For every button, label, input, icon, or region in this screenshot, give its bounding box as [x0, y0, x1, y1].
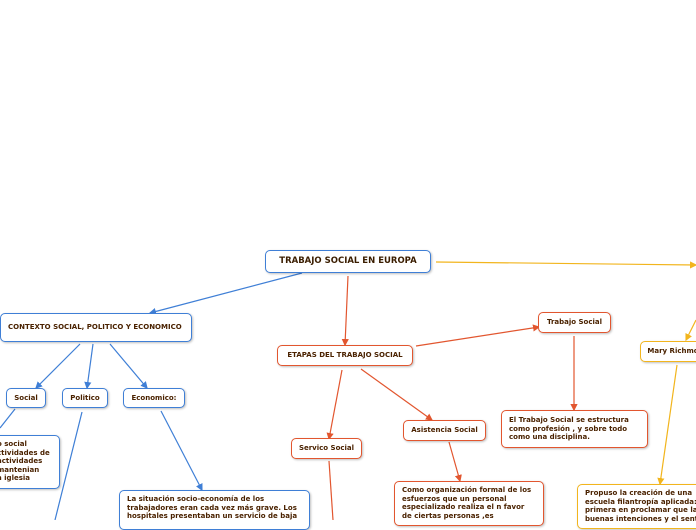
link-root-etapas — [341, 275, 349, 347]
link-root-mary — [435, 261, 696, 269]
topic-servicio-social[interactable]: Servico Social — [291, 438, 362, 459]
topic-etapas[interactable]: ETAPAS DEL TRABAJO SOCIAL — [277, 345, 413, 366]
topic-asistencia-detail[interactable]: Como organización formal de los esfuerzo… — [394, 481, 544, 526]
link-contexto-social — [35, 343, 81, 389]
topic-politico[interactable]: Politico — [62, 388, 108, 408]
link-asistencia-detail — [448, 441, 462, 483]
link-social-detail — [0, 408, 16, 429]
topic-economico-detail[interactable]: La situación socio-economía de los traba… — [119, 490, 310, 530]
link-economico-detail — [160, 410, 203, 492]
topic-mary-richmond[interactable]: Mary Richmo — [640, 341, 696, 362]
topic-social-detail[interactable]: o social ctividades de actividades mante… — [0, 435, 60, 489]
topic-trabajo-social-detail[interactable]: El Trabajo Social se estructura como pro… — [501, 410, 648, 448]
topic-mary-detail[interactable]: Propuso la creación de una escuela filan… — [577, 484, 696, 529]
topic-asistencia-social[interactable]: Asistencia Social — [403, 420, 486, 441]
link-etapas-trabajo — [415, 324, 541, 347]
topic-social[interactable]: Social — [6, 388, 46, 408]
link-contexto-economico — [109, 343, 148, 389]
topic-contexto[interactable]: CONTEXTO SOCIAL, POLITICO Y ECONOMICO — [0, 313, 192, 342]
topic-economico[interactable]: Economico: — [123, 388, 185, 408]
link-servicio-down — [328, 460, 334, 520]
link-politico-down — [54, 411, 83, 520]
link-contexto-politico — [84, 343, 94, 390]
link-yellow-mary — [685, 319, 696, 342]
root-topic[interactable]: TRABAJO SOCIAL EN EUROPA — [265, 250, 431, 273]
link-root-contexto — [148, 272, 303, 315]
topic-trabajo-social[interactable]: Trabajo Social — [538, 312, 611, 333]
link-etapas-asistencia — [360, 368, 433, 421]
link-etapas-servicio — [326, 369, 343, 441]
link-mary-detail — [657, 364, 678, 486]
